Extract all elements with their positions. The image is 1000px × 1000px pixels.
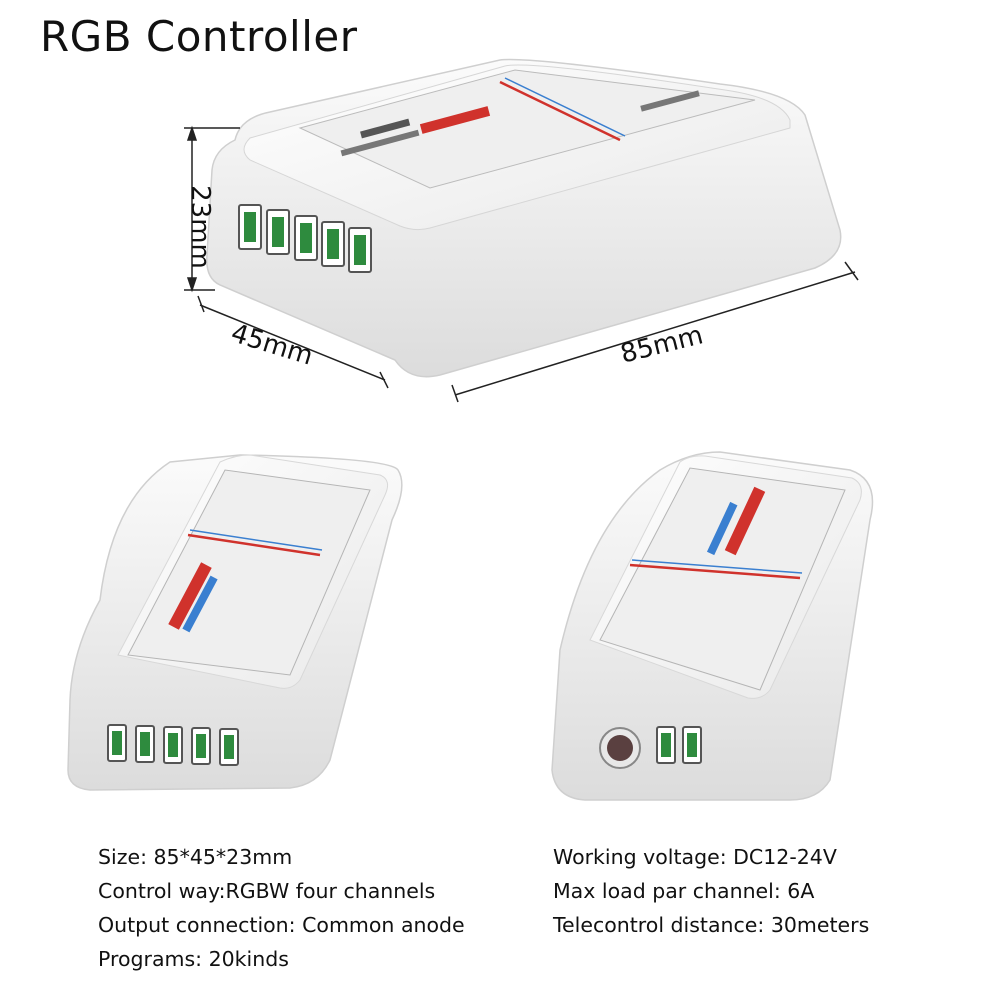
top-label xyxy=(298,69,756,189)
terminal-green-3 xyxy=(168,733,178,757)
terminal-green-4 xyxy=(327,229,339,259)
page-title: RGB Controller xyxy=(40,12,358,61)
label-red-line xyxy=(187,533,321,557)
label-blue-block xyxy=(182,575,218,633)
controller-back-view xyxy=(551,451,874,801)
label-red-block xyxy=(419,106,491,134)
top-label xyxy=(599,467,846,691)
controller-main-view xyxy=(206,58,842,378)
label-text-block xyxy=(640,90,700,112)
label-red-block xyxy=(724,486,766,556)
specs-left-list: Size: 85*45*23mm Control way:RGBW four c… xyxy=(98,840,465,976)
terminal-green-1 xyxy=(244,212,256,242)
spec-output-connection: Output connection: Common anode xyxy=(98,913,465,937)
terminal-green-1 xyxy=(112,731,122,755)
dimension-lines xyxy=(184,125,859,403)
spec-size: Size: 85*45*23mm xyxy=(98,845,293,869)
dim-tick-length-left xyxy=(451,384,459,403)
terminal-green-2 xyxy=(140,732,150,756)
dim-line-length xyxy=(454,271,856,396)
label-blue-block xyxy=(706,501,738,556)
dimension-height-label: 23mm xyxy=(185,185,215,269)
label-text-block xyxy=(340,129,420,157)
label-red-block xyxy=(168,562,212,630)
arrow-icon xyxy=(186,277,198,293)
terminal-block xyxy=(656,726,702,764)
terminal-block xyxy=(238,204,372,273)
dim-tick-length-right xyxy=(844,261,859,281)
terminal-green-5 xyxy=(224,735,234,759)
label-text-block xyxy=(360,118,411,139)
terminal-green-2 xyxy=(687,733,697,757)
dc-power-jack-hole xyxy=(607,735,633,761)
spec-control-way: Control way:RGBW four channels xyxy=(98,879,436,903)
dim-tick-width-left xyxy=(197,295,205,313)
terminal-green-1 xyxy=(661,733,671,757)
terminal-green-4 xyxy=(196,734,206,758)
dim-tick-width-right xyxy=(379,371,389,389)
terminal-green-2 xyxy=(272,217,284,247)
spec-max-load: Max load par channel: 6A xyxy=(553,879,815,903)
label-red-line xyxy=(629,563,801,580)
label-blue-line xyxy=(504,77,626,137)
spec-programs: Programs: 20kinds xyxy=(98,947,289,971)
label-blue-line xyxy=(189,529,323,551)
spec-working-voltage: Working voltage: DC12-24V xyxy=(553,845,837,869)
terminal-green-group xyxy=(112,731,234,759)
terminal-green-5 xyxy=(354,235,366,265)
terminal-green-3 xyxy=(300,223,312,253)
controller-front-view xyxy=(67,454,403,791)
label-red-line xyxy=(499,80,621,142)
dim-line-width xyxy=(199,304,386,381)
specs-right-list: Working voltage: DC12-24V Max load par c… xyxy=(553,840,869,942)
spec-telecontrol-distance: Telecontrol distance: 30meters xyxy=(553,913,870,937)
arrow-icon xyxy=(186,125,198,141)
label-blue-line xyxy=(631,559,803,574)
